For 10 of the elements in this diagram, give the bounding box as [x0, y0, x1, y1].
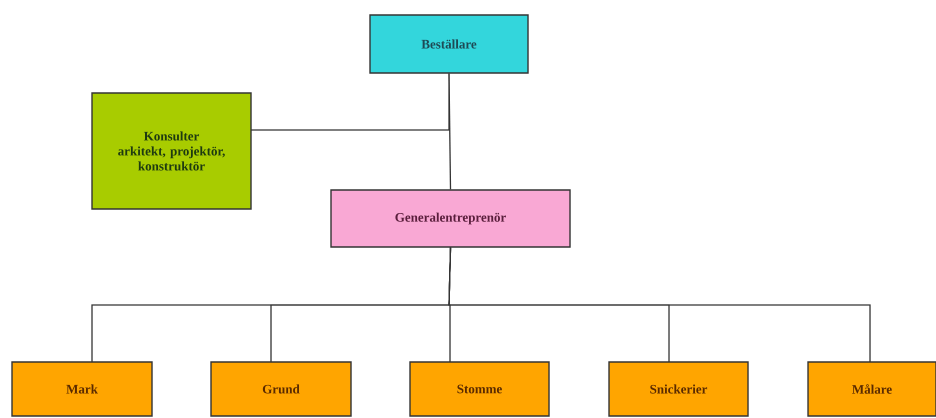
connector-line: [448, 248, 871, 362]
contractor-box: Generalentreprenör: [330, 189, 571, 248]
connector-line: [251, 74, 450, 131]
client-box: Beställare: [369, 14, 529, 74]
trade-box: Stomme: [409, 361, 550, 417]
trade-box: Målare: [807, 361, 936, 417]
trade-box: Snickerier: [608, 361, 749, 417]
trade-box: Grund: [210, 361, 352, 417]
consultant-box: Konsulter arkitekt, projektör, konstruktör: [91, 92, 252, 210]
trade-box: Mark: [11, 361, 153, 417]
